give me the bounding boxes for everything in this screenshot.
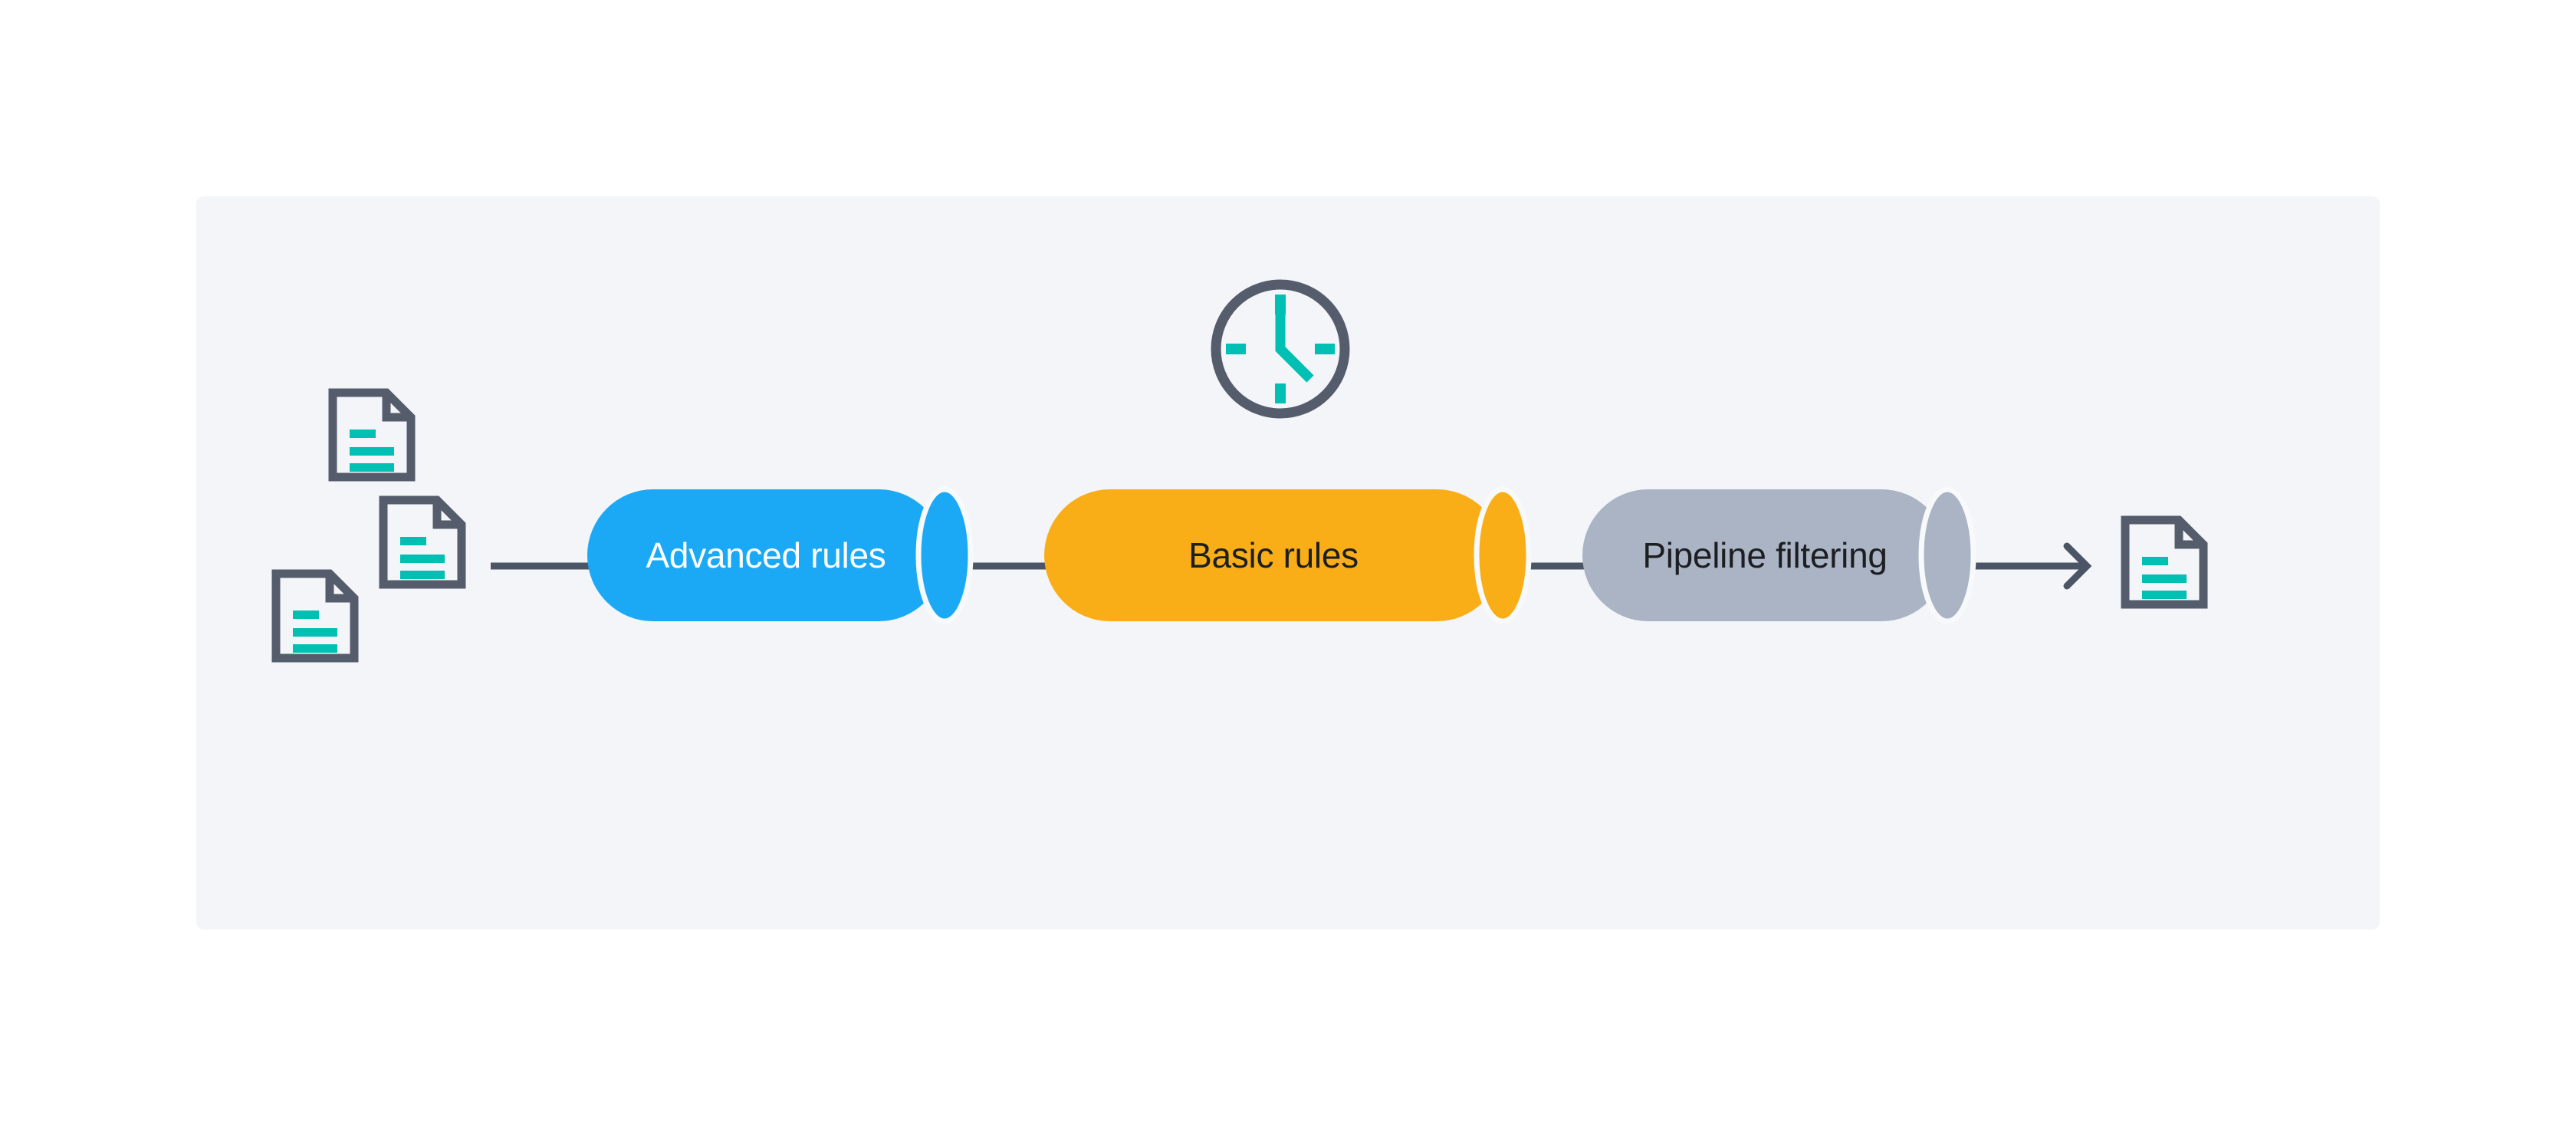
stage-advanced-rules-label: Advanced rules <box>646 535 886 575</box>
stage-basic-rules-label: Basic rules <box>1188 535 1359 575</box>
stage-pipeline-filtering-label: Pipeline filtering <box>1642 535 1888 575</box>
